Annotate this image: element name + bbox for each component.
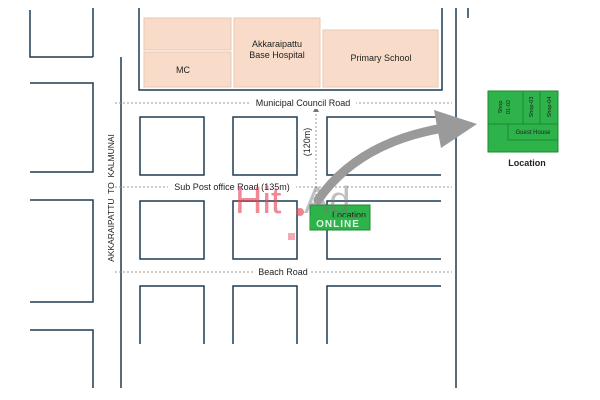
city-block <box>139 116 205 176</box>
building-school <box>322 29 439 88</box>
building-mc <box>143 51 232 88</box>
block-outline <box>30 329 94 388</box>
inset-guest-house-label: Guest House <box>515 130 551 136</box>
city-block <box>232 285 298 344</box>
building-hospital <box>233 17 321 88</box>
city-block <box>232 116 298 176</box>
inset-location-diagram: Shop 01-02 Shop-03 Shop-04 Guest House L… <box>487 90 559 168</box>
municipal-council-road-label: Municipal Council Road <box>256 98 351 108</box>
watermark-square <box>288 233 295 240</box>
pointer-arrow-head <box>434 110 477 148</box>
watermark-badge-text: ONLINE <box>316 219 360 230</box>
west-road-label: AKKARAIPATTU TO KALMUNAI <box>106 134 116 262</box>
city-block <box>326 285 441 344</box>
mc-label: MC <box>176 65 190 75</box>
beach-road-label: Beach Road <box>258 267 308 277</box>
watermark-dot <box>296 208 304 216</box>
inset-shop-b-label: Shop-03 <box>529 97 535 118</box>
pointer-arrow <box>313 122 455 205</box>
inset-shop-c-label: Shop-04 <box>547 97 553 118</box>
city-block <box>326 116 441 176</box>
school-label: Primary School <box>350 53 411 63</box>
inset-caption: Location <box>508 158 546 168</box>
location-pin-label: Location <box>332 210 366 220</box>
lane-distance-label: (120m) <box>302 128 312 157</box>
watermark-hit: Hit <box>235 180 282 222</box>
hospital-label-line2: Base Hospital <box>249 50 305 60</box>
inset-guest-house <box>507 123 559 141</box>
watermark: Hit Ad ONLINE <box>235 180 366 240</box>
top-block-outline <box>138 8 443 91</box>
block-outline <box>30 82 94 173</box>
inset-shop-a-line2: 01-02 <box>506 100 512 114</box>
sub-post-office-road-label: Sub Post office Road (135m) <box>174 182 289 192</box>
inset-shop-a-line1: Shop <box>498 101 504 114</box>
block-outline <box>30 199 94 303</box>
watermark-badge <box>310 217 366 229</box>
city-block <box>139 285 205 344</box>
city-block <box>139 200 205 260</box>
building-top-left <box>143 17 232 51</box>
block-outline <box>29 10 93 58</box>
city-block <box>232 200 298 260</box>
hospital-label-line1: Akkaraipattu <box>252 39 302 49</box>
